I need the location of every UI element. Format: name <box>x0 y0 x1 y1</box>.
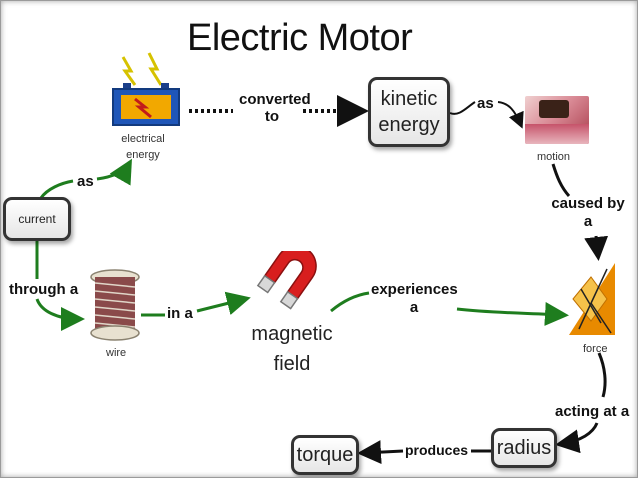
link-in-a: in a <box>167 305 193 322</box>
node-kinetic-energy: kinetic energy <box>368 77 450 147</box>
arrow-caused-force <box>584 235 609 261</box>
label-force: force <box>583 343 608 355</box>
magnet-icon <box>256 251 317 310</box>
force-icon <box>569 263 615 335</box>
label-magnetic-field: magnetic field <box>251 323 333 375</box>
node-radius: radius <box>491 428 557 468</box>
label-motion: motion <box>537 151 571 163</box>
link-as-2: as <box>477 95 494 112</box>
arrow-kinetic-as-left <box>449 101 476 115</box>
link-acting-at-a: acting at a <box>555 403 630 420</box>
arrow-current-as <box>39 179 74 199</box>
wire-spool-icon <box>90 269 140 341</box>
arrow-acting-radius <box>555 422 599 454</box>
link-as-1: as <box>77 173 94 190</box>
link-through-a: through a <box>9 281 79 298</box>
node-torque: torque <box>291 435 359 475</box>
arrow-motion-caused <box>551 163 571 197</box>
link-caused-by-a: caused by a <box>551 195 625 230</box>
link-produces: produces <box>405 442 469 458</box>
node-current-label: current <box>18 212 56 226</box>
arrow-through-wire <box>35 298 85 331</box>
node-radius-label: radius <box>496 436 552 459</box>
link-experiences-a: experiences a <box>371 281 458 316</box>
page-title: Electric Motor <box>187 17 413 59</box>
arrow-ina-magnet <box>196 291 251 316</box>
node-torque-label: torque <box>296 443 354 466</box>
arrow-produces-torque <box>357 440 404 465</box>
motion-image <box>525 96 589 144</box>
link-converted-to: converted to <box>239 91 311 125</box>
node-current: current <box>3 197 71 241</box>
arrow-field-experiences <box>330 291 370 313</box>
label-wire: wire <box>106 347 127 359</box>
arrow-kinetic-as-right <box>497 101 524 129</box>
arrow-force-acting <box>597 352 607 398</box>
label-electrical-energy: electrical energy <box>121 133 165 161</box>
arrow-as-electrical <box>96 158 132 186</box>
battery-icon <box>112 52 180 126</box>
arrow-experiences-force <box>456 302 569 326</box>
node-kinetic-energy-label: kinetic energy <box>378 88 440 136</box>
